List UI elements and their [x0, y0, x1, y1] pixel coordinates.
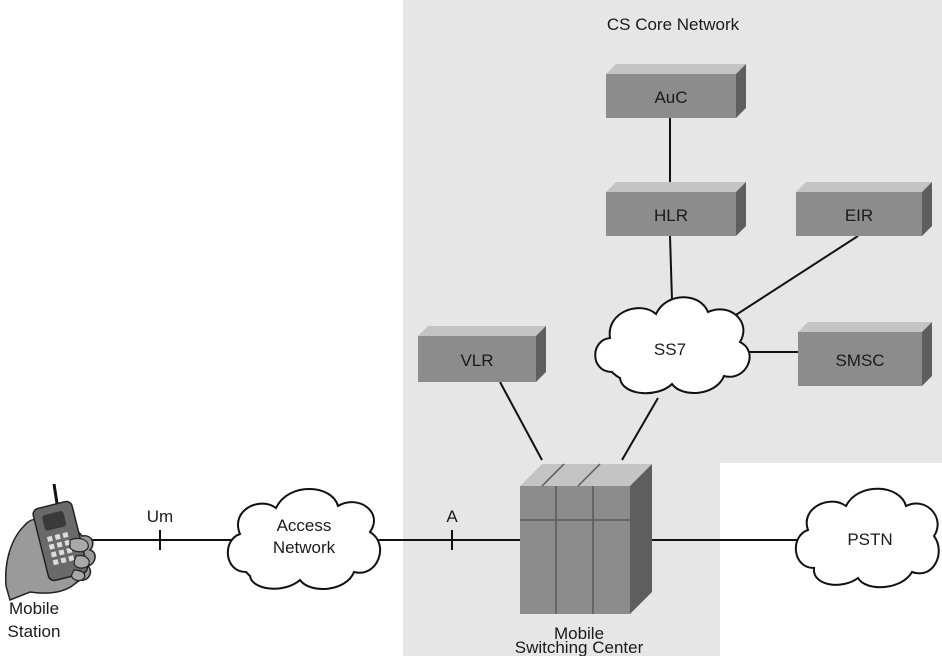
link-eir-ss7 [727, 235, 859, 321]
auc-node: AuC [606, 64, 746, 118]
auc-label: AuC [654, 88, 687, 107]
access-network-cloud: Access Network [226, 488, 381, 591]
pstn-label: PSTN [847, 530, 892, 549]
vlr-label: VLR [460, 351, 493, 370]
access-network-label-line2: Network [273, 538, 336, 557]
mobile-station-label-line1: Mobile [9, 599, 59, 618]
phone-keypad [46, 532, 75, 566]
a-interface-label: A [446, 507, 458, 526]
ss7-label: SS7 [654, 340, 686, 359]
fingers [71, 555, 90, 582]
mobile-station-label-line2: Station [8, 622, 61, 641]
connections [88, 118, 859, 550]
eir-label: EIR [845, 206, 873, 225]
link-ss7-msc [621, 397, 659, 461]
msc-label-line1: Mobile [554, 624, 604, 643]
ss7-cloud: SS7 [594, 296, 751, 395]
phone-screen [42, 511, 67, 531]
link-vlr-msc [499, 381, 543, 461]
hlr-node: HLR [606, 182, 746, 236]
access-network-label-line1: Access [277, 516, 332, 535]
smsc-node: SMSC [798, 322, 932, 386]
smsc-label: SMSC [835, 351, 884, 370]
hlr-label: HLR [654, 206, 688, 225]
core-network-title: CS Core Network [607, 15, 740, 34]
vlr-node: VLR [418, 326, 546, 382]
eir-node: EIR [796, 182, 932, 236]
thumb [69, 537, 89, 553]
link-hlr-ss7 [669, 235, 673, 301]
pstn-cloud: PSTN [794, 487, 940, 589]
mobile-station-icon [4, 483, 96, 602]
msc-node: Mobile Switching Center [515, 463, 652, 656]
msc-label-line2: Switching Center [515, 638, 644, 656]
um-interface-label: Um [147, 507, 173, 526]
